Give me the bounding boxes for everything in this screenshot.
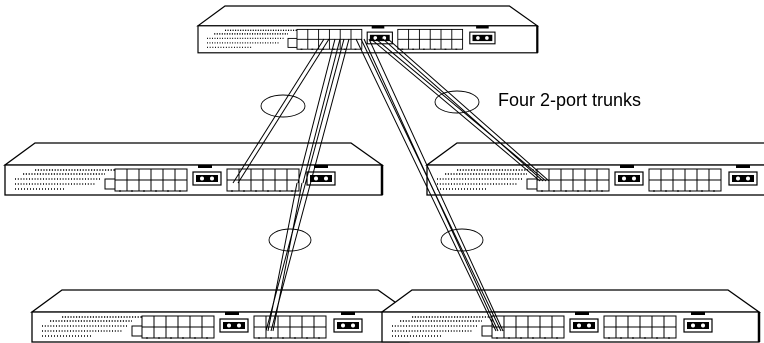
trunk-top-to-middle-left — [232, 38, 341, 184]
trunk-top-to-middle-right — [370, 38, 550, 182]
switch-bottom-left — [30, 288, 411, 343]
trunk-ellipse-middle-left — [260, 94, 306, 118]
trunk-top-to-bottom-right — [355, 38, 504, 332]
trunk-top-to-bottom-left — [265, 38, 350, 332]
trunk-ellipse-middle-right — [434, 90, 480, 114]
trunk-ellipse-bottom-left — [268, 228, 312, 252]
switch-middle-left — [3, 141, 384, 197]
switch-bottom-right — [380, 288, 761, 343]
switch-middle-right — [425, 141, 764, 197]
trunk-ellipse-bottom-right — [440, 228, 484, 252]
caption: Four 2-port trunks — [498, 90, 641, 110]
